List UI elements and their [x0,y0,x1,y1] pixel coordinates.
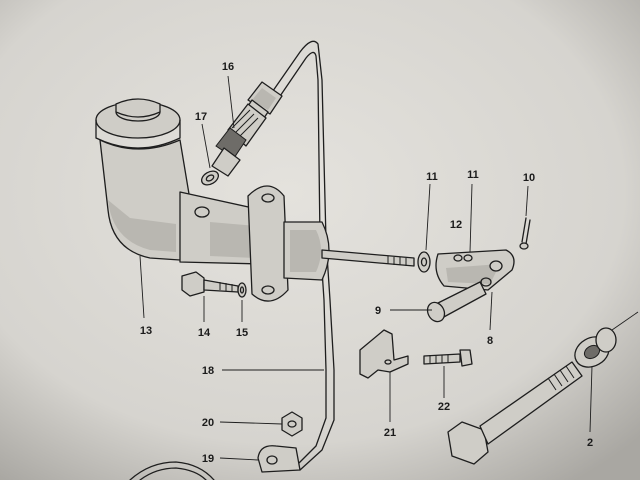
callout-11-right: 11 [467,169,479,181]
callout-20: 20 [202,417,214,429]
clevis-fork-8 [435,249,515,291]
lock-nut-11 [417,251,431,273]
callout-2: 2 [587,437,593,449]
callout-15: 15 [236,327,248,339]
bracket-21 [359,329,409,379]
washer-15 [237,282,247,298]
partial-ring-part [129,461,215,480]
hydraulic-pipe [267,40,335,471]
cylinder-end [283,221,330,281]
callout-17: 17 [195,111,207,123]
leader-lines [139,75,593,461]
callout-9: 9 [375,305,381,317]
bolt-14 [181,271,239,297]
hose-fitting [211,103,267,177]
long-bolt-2 [447,311,639,465]
callout-12: 12 [450,219,462,231]
callout-18: 18 [202,365,214,377]
mounting-flange [247,185,289,302]
master-cylinder [95,98,263,265]
callout-22: 22 [438,401,450,413]
sealing-washer-17 [200,170,220,186]
callout-10: 10 [523,172,535,184]
callout-21: 21 [384,427,396,439]
callout-14: 14 [198,327,211,339]
pipe-clip-19 [257,445,301,473]
callout-16: 16 [222,61,234,73]
screw-22 [423,349,473,367]
callout-11-left: 11 [426,171,438,183]
clevis-pin-9 [426,281,487,323]
split-pin-10 [519,217,531,250]
nut-20 [281,411,303,437]
callout-13: 13 [140,325,152,337]
callout-19: 19 [202,453,214,465]
callout-8: 8 [487,335,493,347]
push-rod [321,249,415,267]
